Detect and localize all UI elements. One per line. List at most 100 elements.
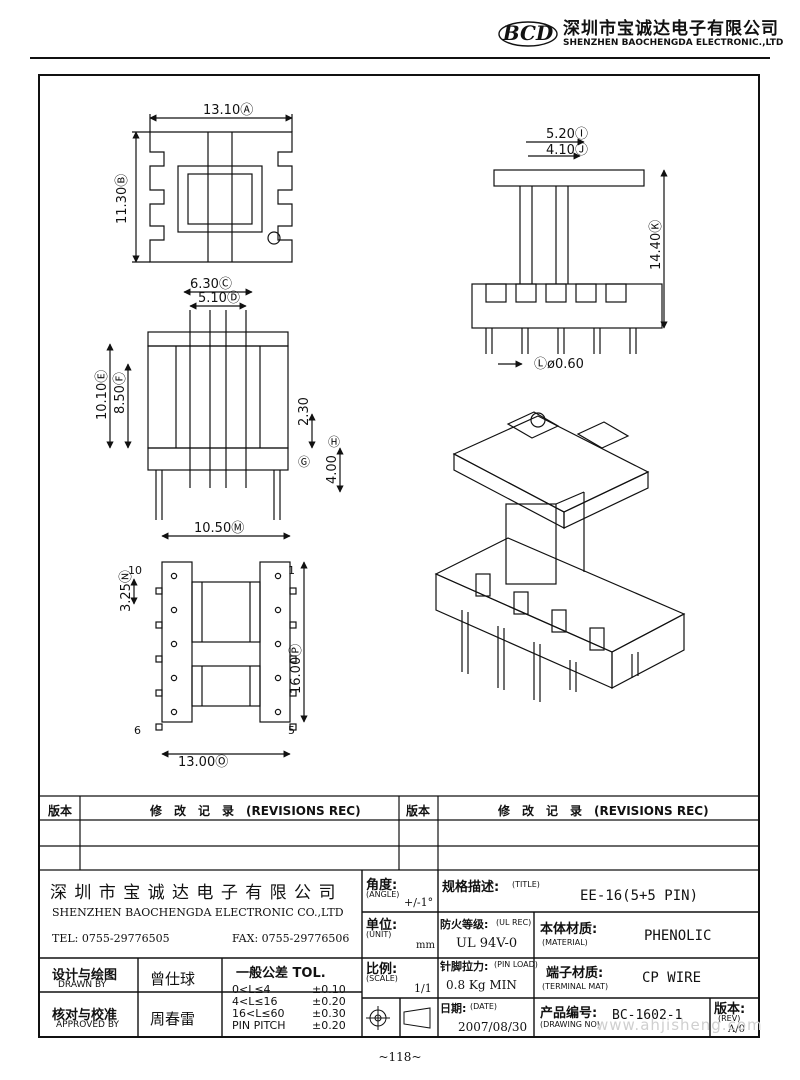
tol-value: ±0.20 [312, 995, 346, 1008]
tb-drawn-val: 曾仕球 [150, 970, 196, 988]
drawing-frame [38, 74, 760, 1038]
tb-fax: FAX: 0755-29776506 [232, 932, 350, 945]
edge-notch [289, 621, 297, 629]
tb-dwg-cn: 产品编号: [540, 1006, 598, 1021]
dim-h: Ⓗ [328, 435, 340, 449]
tb-tel: TEL: 0755-29776505 [52, 932, 170, 945]
logo-text: BCD [502, 21, 554, 45]
dim-p: 16.00Ⓟ [289, 644, 304, 694]
technical-drawing: 13.10Ⓐ 11.30Ⓑ 6.30Ⓒ 5.10Ⓓ 10.10Ⓔ 8.50Ⓕ 2… [38, 103, 760, 1038]
tb-date-val: 2007/08/30 [458, 1020, 528, 1034]
tb-rev-cn: 版本: [714, 1002, 746, 1017]
edge-notch [289, 655, 297, 663]
tb-drawn-en: DRAWN BY [58, 980, 107, 990]
dim-n: 3.25Ⓝ [119, 570, 134, 612]
dim-h-bot: 4.00 [325, 455, 340, 484]
tb-dwg-en: (DRAWING NO) [540, 1020, 600, 1029]
edge-notch [155, 587, 163, 595]
tol-range: 16<L≤60 [232, 1007, 285, 1020]
tb-title-cn: 规格描述: [442, 880, 500, 895]
dim-f: 8.50Ⓕ [113, 372, 128, 414]
tb-tol-title: 一般公差 TOL. [236, 966, 326, 981]
dim-o: 13.00Ⓞ [178, 755, 228, 770]
top-view: 13.10Ⓐ 11.30Ⓑ [115, 103, 293, 263]
tb-ul-cn: 防火等级: [440, 918, 489, 931]
pin-hole [170, 674, 178, 682]
bcd-logo: BCD [498, 21, 558, 47]
pin-hole [274, 708, 282, 716]
tb-term-cn: 端子材质: [546, 966, 604, 981]
tb-pinload-en: (PIN LOAD) [494, 960, 538, 969]
dim-i: 5.20Ⓘ [546, 127, 588, 142]
tb-term-en: (TERMINAL MAT) [542, 982, 609, 991]
tb-mat-en: (MATERIAL) [542, 938, 588, 947]
rev-col-rec-left: 修 改 记 录 (REVISIONS REC) [150, 804, 361, 818]
tb-date-en: (DATE) [470, 1002, 498, 1011]
tb-angle-cn: 角度: [366, 878, 398, 893]
tb-appr-en: APPROVED BY [56, 1020, 120, 1030]
tb-date-cn: 日期: [440, 1002, 467, 1015]
dim-b: 11.30Ⓑ [115, 174, 130, 224]
tb-mat-val: PHENOLIC [644, 928, 712, 944]
page-number: ~118~ [378, 1050, 422, 1064]
pin-hole [170, 572, 178, 580]
tb-rev-val: A/0 [728, 1024, 745, 1035]
dim-h-top: 2.30 [297, 397, 312, 426]
tb-pinload-val: 0.8 Kg MIN [446, 978, 517, 992]
tb-company-cn: 深 圳 市 宝 诚 达 电 子 有 限 公 司 [50, 883, 337, 903]
pin-1: 1 [288, 564, 295, 577]
bottom-view: 10.50Ⓜ 13.00Ⓞ 16.00Ⓟ 3.25Ⓝ 10 1 6 5 [119, 521, 308, 770]
tol-value: ±0.30 [312, 1007, 346, 1020]
tb-drawn-cn: 设计与绘图 [52, 968, 118, 983]
pin-hole [274, 572, 282, 580]
side-view: 5.20Ⓘ 4.10Ⓙ 14.40Ⓚ Ⓛø0.60 [471, 127, 668, 372]
pin-hole [274, 640, 282, 648]
tb-unit-val: mm [416, 940, 435, 951]
tb-angle-en: (ANGLE) [366, 890, 400, 899]
pin-5: 5 [288, 724, 295, 737]
tb-angle-val: +/-1° [404, 896, 434, 909]
edge-notch [289, 723, 297, 731]
dim-c: 6.30Ⓒ [190, 277, 232, 292]
edge-notch [155, 621, 163, 629]
tol-value: ±0.10 [312, 983, 346, 996]
dim-d: 5.10Ⓓ [198, 291, 240, 306]
tol-range: 4<L≤16 [232, 995, 278, 1008]
tb-dwg-val: BC-1602-1 [612, 1008, 683, 1023]
header-divider [30, 57, 770, 59]
tb-title-en: (TITLE) [512, 880, 540, 889]
isometric-view [434, 411, 686, 702]
dim-g: Ⓖ [298, 455, 310, 469]
tb-pinload-cn: 针脚拉力: [440, 960, 489, 973]
edge-notch [289, 587, 297, 595]
tb-unit-cn: 单位: [366, 918, 398, 933]
front-view: 6.30Ⓒ 5.10Ⓓ 10.10Ⓔ 8.50Ⓕ 2.30 Ⓗ Ⓖ 4.00 [95, 277, 344, 520]
dim-e: 10.10Ⓔ [95, 370, 110, 420]
rev-col-rec-right: 修 改 记 录 (REVISIONS REC) [498, 804, 709, 818]
dim-m: 10.50Ⓜ [194, 521, 244, 536]
tol-range: 0<L≤4 [232, 983, 271, 996]
pin-10: 10 [128, 564, 142, 577]
header-company-cn: 深圳市宝诚达电子有限公司 [563, 19, 779, 39]
pin-hole [274, 606, 282, 614]
tb-rev-en: (REV) [718, 1014, 741, 1023]
tb-title-val: EE-16(5+5 PIN) [580, 888, 699, 904]
pin-6: 6 [134, 724, 141, 737]
rev-col-ver-right: 版本 [406, 804, 431, 818]
edge-notch [155, 655, 163, 663]
edge-notch [155, 689, 163, 697]
edge-notch [289, 689, 297, 697]
tb-unit-en: (UNIT) [366, 930, 392, 939]
dim-l: Ⓛø0.60 [534, 357, 584, 372]
title-block [38, 870, 760, 1038]
tb-scale-cn: 比例: [366, 962, 398, 977]
tb-appr-val: 周春雷 [150, 1010, 196, 1028]
tb-ul-val: UL 94V-0 [456, 936, 518, 951]
tol-value: ±0.20 [312, 1019, 346, 1032]
tb-ul-en: (UL REC) [496, 918, 532, 927]
tb-company-en: SHENZHEN BAOCHENGDA ELECTRONIC CO.,LTD [52, 906, 344, 919]
tb-term-val: CP WIRE [642, 970, 702, 986]
tb-appr-cn: 核对与校准 [52, 1008, 118, 1023]
rev-col-ver-left: 版本 [48, 804, 73, 818]
header-company-en: SHENZHEN BAOCHENGDA ELECTRONIC.,LTD [563, 38, 784, 48]
